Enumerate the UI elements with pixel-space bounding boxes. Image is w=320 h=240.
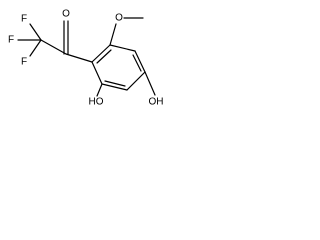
bond-cf3-carbonyl — [40, 39, 67, 55]
atom-o-carbonyl: O — [62, 9, 70, 20]
structure-diagram: F F F O O HO OH — [0, 0, 192, 120]
ring-bond-3 — [134, 50, 146, 73]
bond-c-f-top — [29, 23, 42, 41]
atom-f-left: F — [8, 35, 14, 46]
atom-f-top: F — [21, 14, 27, 25]
ring-bond-1 — [91, 44, 111, 63]
molecule-drawing: F F F O O HO OH — [8, 9, 164, 108]
atom-oh-left: HO — [89, 97, 104, 108]
atom-f-bottom: F — [21, 57, 27, 68]
ring-double-2 — [132, 54, 142, 72]
ring-bond-4 — [126, 71, 146, 91]
atom-o-methoxy: O — [115, 13, 123, 24]
bond-ring-o-methoxy — [109, 23, 117, 46]
ring-double-3 — [104, 80, 126, 87]
bond-carbonyl-ring — [65, 53, 93, 63]
bond-ring-oh-right — [144, 71, 156, 96]
ring-double-1 — [96, 49, 112, 64]
bond-c-f-bottom — [29, 39, 42, 57]
atom-oh-right: OH — [149, 97, 164, 108]
ring-bond-6 — [91, 61, 103, 85]
ring-bond-5 — [101, 83, 128, 91]
ring-bond-2 — [109, 44, 136, 52]
bond-ring-oh-left — [96, 83, 103, 97]
